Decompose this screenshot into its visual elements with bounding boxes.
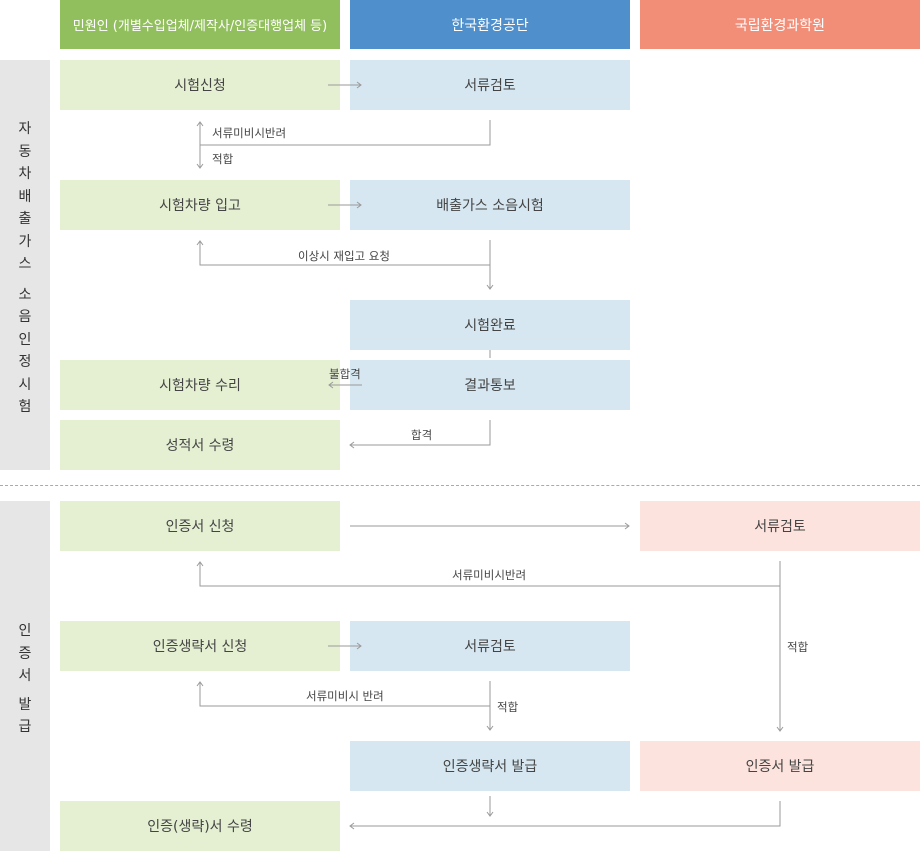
vehicle-repair-box: 시험차량 수리 (60, 360, 340, 410)
arrow-abbr-suitable (486, 681, 494, 731)
section-divider (0, 485, 920, 486)
header-nier: 국립환경과학원 (640, 0, 920, 49)
arrow-bidirectional-1 (196, 121, 204, 169)
cert-issue-box: 인증서 발급 (640, 741, 920, 791)
lane-cert (0, 501, 50, 851)
line-reentry (196, 240, 491, 266)
arrow-pass (349, 420, 491, 449)
line-abbr-return (196, 681, 490, 707)
vehicle-receipt-box: 시험차량 입고 (60, 180, 340, 230)
label-suitable-3: 적합 (497, 700, 519, 714)
doc-review-box-2: 서류검토 (350, 621, 630, 671)
label-fail: 불합격 (329, 367, 361, 381)
arrow-cert-apply (350, 522, 630, 530)
line-review-return-1 (200, 120, 491, 146)
label-incomplete-return-2: 서류미비시반려 (452, 568, 527, 582)
label-incomplete-return-3: 서류미비시 반려 (306, 689, 384, 703)
test-apply-box: 시험신청 (60, 60, 340, 110)
lane-test (0, 60, 50, 470)
arrow-apply-to-review (328, 81, 362, 89)
arrow-abbr-apply (328, 642, 362, 650)
cert-apply-box: 인증서 신청 (60, 501, 340, 551)
cert-receive-box: 인증(생략)서 수령 (60, 801, 340, 851)
report-receive-box: 성적서 수령 (60, 420, 340, 470)
label-reentry-request: 이상시 재입고 요청 (298, 249, 390, 263)
label-suitable-2: 적합 (787, 640, 809, 654)
arrow-fail (328, 381, 362, 389)
label-suitable-1: 적합 (212, 152, 234, 166)
doc-review-box-1: 서류검토 (350, 60, 630, 110)
result-notice-box: 결과통보 (350, 360, 630, 410)
arrow-abbr-issue-down (486, 796, 494, 817)
line-nier-return (196, 561, 781, 587)
arrow-nier-suitable (776, 586, 784, 732)
header-applicant: 민원인 (개별수입업체/제작사/인증대행업체 등) (60, 0, 340, 49)
label-pass: 합격 (411, 428, 433, 442)
emission-noise-test-box: 배출가스 소음시험 (350, 180, 630, 230)
label-incomplete-return-1: 서류미비시반려 (212, 126, 287, 140)
arrow-cert-to-receive (349, 801, 781, 830)
header-korea-env-corp: 한국환경공단 (350, 0, 630, 49)
test-complete-box: 시험완료 (350, 300, 630, 350)
arrow-test-to-complete (486, 265, 494, 290)
abbr-cert-issue-box: 인증생략서 발급 (350, 741, 630, 791)
doc-review-nier-box: 서류검토 (640, 501, 920, 551)
abbr-cert-apply-box: 인증생략서 신청 (60, 621, 340, 671)
arrow-receipt-to-test (328, 201, 362, 209)
